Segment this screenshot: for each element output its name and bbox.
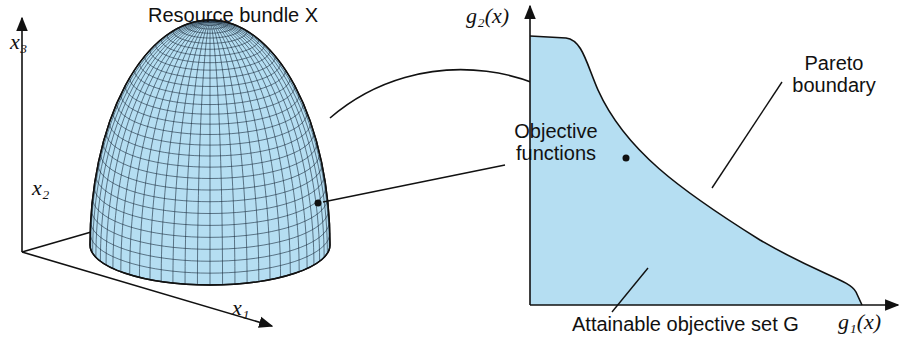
hemisphere-mesh — [90, 20, 330, 285]
callout-label: Attainable objective set G — [572, 313, 799, 335]
hemisphere-outline — [90, 20, 330, 285]
mesh-line — [173, 20, 210, 283]
mesh-line — [106, 20, 210, 265]
point — [623, 155, 630, 162]
mesh-line — [210, 20, 327, 253]
mesh-line — [210, 20, 299, 272]
callout-label: Objective functions — [500, 120, 612, 164]
mesh-line — [93, 20, 210, 253]
mesh-line — [130, 20, 210, 275]
axis-label: x₂ — [32, 176, 49, 200]
mesh-line — [210, 20, 307, 269]
g1-axis — [530, 304, 898, 306]
leader-line — [712, 82, 782, 188]
mesh-line — [210, 20, 270, 280]
leader-line — [323, 165, 505, 202]
mesh-line — [161, 20, 210, 282]
mesh-line — [113, 20, 210, 269]
mesh-line — [91, 20, 210, 249]
leader-line — [612, 268, 648, 312]
figure-title: Resource bundle X — [148, 4, 318, 26]
axis-label: x₃ — [10, 30, 27, 54]
mesh-line — [210, 20, 235, 284]
callout-label: Pareto boundary — [784, 52, 884, 96]
mesh-line — [139, 20, 210, 277]
mesh-line — [210, 20, 223, 285]
mesh-line — [121, 20, 210, 272]
mesh-line — [185, 20, 210, 284]
mesh-line — [96, 20, 210, 257]
axis-label: g₁(x) — [838, 310, 881, 334]
mesh-line — [210, 20, 320, 261]
axis-label: x₁ — [232, 296, 249, 320]
mesh-line — [100, 20, 210, 261]
point — [315, 200, 322, 207]
hemisphere — [90, 20, 330, 285]
mesh-line — [210, 20, 211, 285]
axis-label: g₂(x) — [466, 4, 509, 28]
